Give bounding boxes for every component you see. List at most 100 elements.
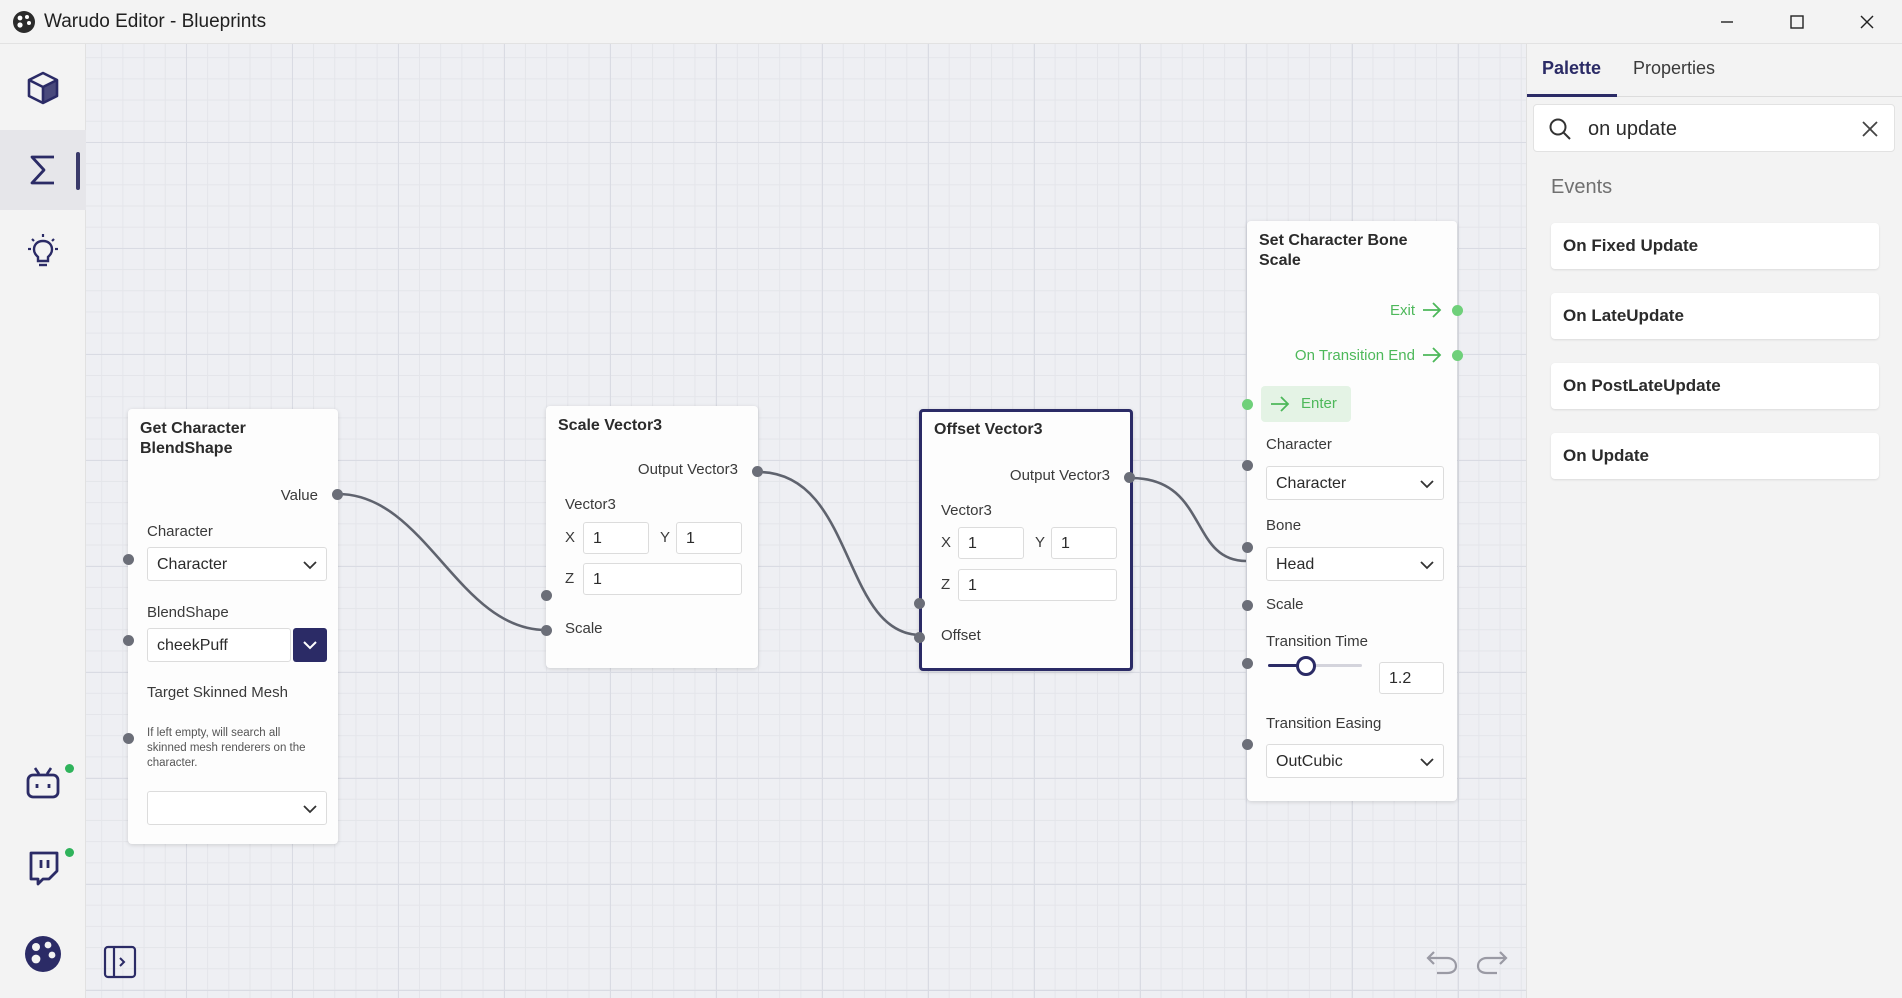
character-dropdown[interactable]: Character [1266, 466, 1444, 500]
arrow-right-icon [1271, 396, 1290, 412]
toggle-sidebar-button[interactable] [100, 942, 140, 982]
event-item[interactable]: On LateUpdate [1551, 293, 1879, 339]
z-value: 1 [593, 571, 602, 588]
exit-port[interactable] [1452, 305, 1463, 316]
event-label: On PostLateUpdate [1563, 376, 1721, 395]
event-item[interactable]: On Update [1551, 433, 1879, 479]
output-value-port[interactable] [332, 489, 343, 500]
scale-input-port[interactable] [1242, 600, 1253, 611]
tab-palette[interactable]: Palette [1542, 58, 1602, 78]
node-get-character-blendshape[interactable]: Get Character BlendShape Value Character… [123, 409, 343, 844]
section-events: Events [1551, 176, 1613, 198]
blendshape-label: BlendShape [147, 604, 229, 621]
transition-easing-dropdown[interactable]: OutCubic [1266, 744, 1444, 778]
bone-value: Head [1276, 556, 1315, 573]
maximize-icon [1790, 15, 1804, 29]
title-bar: Warudo Editor - Blueprints [0, 0, 1902, 44]
y-axis-label: Y [1035, 534, 1046, 551]
node-set-character-bone-scale[interactable]: Set Character Bone Scale Exit On Transit… [1242, 221, 1463, 801]
tabs-divider [1527, 96, 1902, 97]
undo-button[interactable] [1422, 940, 1462, 980]
rail-tips-button[interactable] [0, 212, 86, 292]
redo-button[interactable] [1472, 940, 1512, 980]
vector3-input-port[interactable] [541, 590, 552, 601]
warudo-icon [25, 936, 61, 972]
close-icon [1860, 15, 1874, 29]
blendshape-input-port[interactable] [123, 635, 134, 646]
transition-time-input-port[interactable] [1242, 658, 1253, 669]
x-input[interactable]: 1 [583, 522, 649, 554]
character-value: Character [157, 556, 228, 573]
undo-icon [1426, 951, 1458, 975]
search-value: on update [1588, 118, 1677, 140]
z-value: 1 [968, 577, 977, 594]
node-offset-vector3[interactable]: Offset Vector3 Output Vector3 Vector3 X … [914, 409, 1135, 671]
bilibili-status-dot [65, 764, 74, 773]
output-vector3-port[interactable] [1124, 472, 1135, 483]
rail-twitch-button[interactable] [0, 828, 86, 908]
target-mesh-hint: If left empty, will search all skinned m… [147, 727, 306, 769]
minimize-button[interactable] [1692, 0, 1762, 44]
z-axis-label: Z [941, 576, 951, 593]
event-label: On LateUpdate [1563, 306, 1684, 325]
rail-warudo-button[interactable] [0, 914, 86, 994]
chevron-down-icon [303, 805, 317, 814]
offset-input-port[interactable] [914, 632, 925, 643]
y-input[interactable]: 1 [676, 522, 742, 554]
transition-easing-label: Transition Easing [1266, 715, 1382, 732]
y-value: 1 [686, 530, 695, 547]
rail-scene-button[interactable] [0, 48, 86, 128]
target-mesh-input-port[interactable] [123, 733, 134, 744]
character-label: Character [147, 523, 213, 540]
clear-search-icon[interactable] [1860, 119, 1880, 139]
output-value-label: Value [280, 487, 318, 504]
rail-blueprints-button[interactable] [0, 130, 86, 210]
window-title: Warudo Editor - Blueprints [44, 11, 267, 32]
scale-label: Scale [565, 620, 603, 637]
rail-bilibili-button[interactable] [0, 744, 86, 824]
target-mesh-dropdown[interactable] [147, 791, 327, 825]
event-item[interactable]: On PostLateUpdate [1551, 363, 1879, 409]
x-axis-label: X [565, 529, 576, 546]
search-input[interactable]: on update [1533, 104, 1895, 152]
slider-thumb[interactable] [1295, 656, 1316, 676]
redo-icon [1476, 951, 1508, 975]
scale-input-port[interactable] [541, 625, 552, 636]
y-axis-label: Y [660, 529, 671, 546]
wire-output-to-bone-scale [1130, 476, 1247, 563]
y-input[interactable]: 1 [1051, 527, 1117, 559]
z-input[interactable]: 1 [958, 569, 1117, 601]
maximize-button[interactable] [1762, 0, 1832, 44]
node-title: Offset Vector3 [934, 421, 1043, 438]
close-button[interactable] [1832, 0, 1902, 44]
vector3-input-port[interactable] [914, 598, 925, 609]
node-title: Scale Vector3 [558, 417, 663, 434]
arrow-right-icon [1423, 302, 1442, 318]
z-input[interactable]: 1 [583, 563, 742, 595]
vector3-label: Vector3 [565, 496, 616, 513]
blueprint-canvas[interactable]: Get Character BlendShape Value Character… [86, 44, 1526, 998]
blendshape-input[interactable]: cheekPuff [147, 628, 291, 662]
character-dropdown[interactable]: Character [147, 547, 327, 581]
character-input-port[interactable] [123, 554, 134, 565]
transition-time-slider[interactable] [1268, 655, 1362, 677]
sigma-icon [30, 155, 54, 185]
bone-dropdown[interactable]: Head [1266, 547, 1444, 581]
tab-properties[interactable]: Properties [1633, 58, 1716, 78]
event-label: On Update [1563, 446, 1649, 465]
x-input[interactable]: 1 [958, 527, 1024, 559]
blendshape-dropdown-button[interactable] [293, 628, 327, 662]
bone-input-port[interactable] [1242, 542, 1253, 553]
transition-time-input[interactable]: 1.2 [1379, 662, 1444, 694]
wire-output-to-offset [757, 470, 922, 637]
node-scale-vector3[interactable]: Scale Vector3 Output Vector3 Vector3 X 1… [541, 406, 763, 668]
transition-easing-input-port[interactable] [1242, 739, 1253, 750]
event-item[interactable]: On Fixed Update [1551, 223, 1879, 269]
enter-port[interactable] [1242, 399, 1253, 410]
character-input-port[interactable] [1242, 460, 1253, 471]
on-transition-end-port[interactable] [1452, 350, 1463, 361]
character-value: Character [1276, 475, 1347, 492]
character-label: Character [1266, 436, 1332, 453]
output-vector3-port[interactable] [752, 466, 763, 477]
